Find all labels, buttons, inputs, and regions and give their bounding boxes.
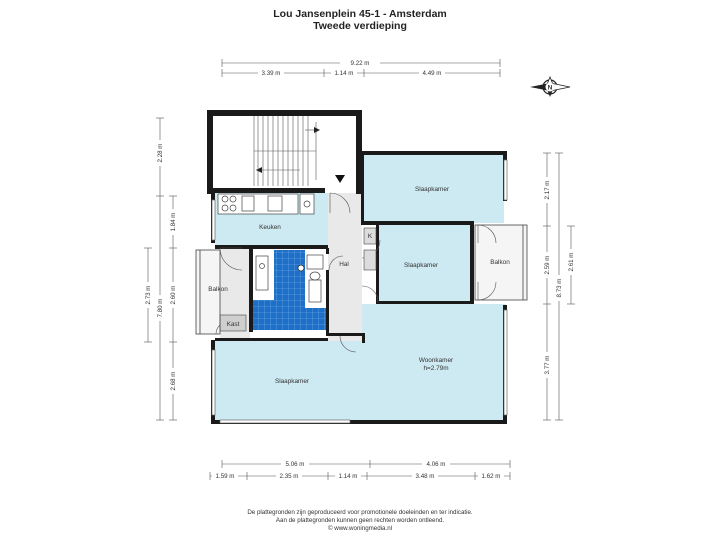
room-slaapkamer-top: Slaapkamer	[415, 186, 450, 193]
stair-arrow-up	[314, 127, 320, 133]
room-slaapkamer-mid: Slaapkamer	[404, 262, 439, 269]
plan-title: Lou Jansenplein 45-1 - Amsterdam	[273, 8, 447, 20]
balcony-outlines	[195, 224, 528, 335]
shower-drain-icon	[297, 264, 305, 272]
kast-hal	[363, 227, 377, 245]
compass-label: N	[548, 85, 553, 92]
room-hal: Hal	[339, 261, 349, 268]
room-keuken: Keuken	[259, 224, 281, 231]
dim-left-inner-c: 2.68 m	[170, 372, 177, 391]
windows	[211, 159, 508, 424]
dim-right-b: 2.59 m	[544, 256, 551, 275]
bathroom-fixtures	[255, 254, 324, 303]
dim-right-d: 2.61 m	[568, 253, 575, 272]
dim-bottom-d: 3.48 m	[416, 473, 435, 480]
disclaimer-line-2: Aan de plattegronden kunnen geen rechten…	[275, 517, 445, 524]
dim-bottom-total-b: 4.06 m	[427, 461, 446, 468]
disclaimer-line-1: De plattegronden zijn geproduceerd voor …	[247, 509, 473, 516]
stair-arrow-down	[256, 167, 262, 173]
dim-right-c: 8.73 m	[556, 279, 563, 298]
dim-bottom-e: 1.62 m	[482, 473, 501, 480]
dim-left-inner-b: 2.60 m	[170, 286, 177, 305]
compass-icon: N	[530, 75, 571, 97]
dim-top-a: 3.39 m	[262, 70, 281, 77]
kast-hal-2	[363, 249, 377, 271]
dim-top-total: 9.22 m	[351, 60, 370, 67]
room-woonkamer: Woonkamer	[419, 357, 454, 364]
dim-right-a: 2.17 m	[544, 181, 551, 200]
kitchen-counter	[217, 193, 315, 215]
dim-top-c: 4.49 m	[423, 70, 442, 77]
dim-bottom-b: 2.35 m	[280, 473, 299, 480]
room-kast-left: Kast	[227, 321, 240, 328]
disclaimer-line-3: © www.woningmedia.nl	[327, 525, 393, 532]
stairs	[253, 116, 317, 186]
room-woonkamer-height: h=2.79m	[423, 365, 448, 372]
dim-left-outer-b: 7.80 m	[157, 299, 164, 318]
entrance-arrow-icon	[335, 175, 345, 183]
dim-left-outer-a: 2.28 m	[157, 144, 164, 163]
dim-top-b: 1.14 m	[335, 70, 354, 77]
room-kast-hal: K	[368, 233, 373, 240]
dim-bottom-c: 1.14 m	[339, 473, 358, 480]
dim-bottom-a: 1.59 m	[216, 473, 235, 480]
dim-bottom-total-a: 5.06 m	[286, 461, 305, 468]
floors	[196, 153, 527, 422]
dim-left-inner-a: 1.84 m	[170, 213, 177, 232]
plan-subtitle: Tweede verdieping	[313, 20, 407, 32]
room-balkon-right: Balkon	[490, 259, 510, 266]
room-slaapkamer-bottom: Slaapkamer	[275, 378, 310, 385]
dim-left-outer-c: 2.73 m	[145, 286, 152, 305]
dim-right-e: 3.77 m	[544, 356, 551, 375]
room-balkon-left: Balkon	[208, 286, 228, 293]
